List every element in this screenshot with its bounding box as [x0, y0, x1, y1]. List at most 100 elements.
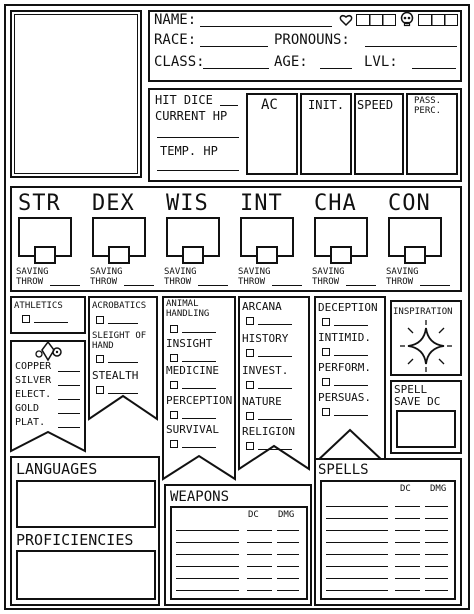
- table-row-name[interactable]: [176, 542, 239, 543]
- sleight-checkbox[interactable]: [96, 355, 104, 363]
- pronouns-field[interactable]: [365, 46, 457, 47]
- race-field[interactable]: [200, 46, 268, 47]
- portrait-box[interactable]: [10, 10, 142, 178]
- current-hp-field[interactable]: [157, 137, 239, 138]
- skill-checkbox[interactable]: [170, 411, 178, 419]
- table-row-dmg[interactable]: [276, 554, 300, 555]
- death-save-success-boxes[interactable]: [356, 14, 396, 26]
- skill-field[interactable]: [258, 388, 292, 389]
- spell-save-field[interactable]: [396, 410, 456, 448]
- table-row-name[interactable]: [176, 554, 239, 555]
- table-row-name[interactable]: [326, 578, 388, 579]
- ability-modifier-box[interactable]: [34, 246, 56, 264]
- table-row-name[interactable]: [326, 506, 388, 507]
- skill-field[interactable]: [182, 388, 216, 389]
- table-row-dc[interactable]: [395, 542, 421, 543]
- speed-box[interactable]: [354, 93, 404, 175]
- table-row-dc[interactable]: [246, 554, 272, 555]
- table-row-name[interactable]: [176, 530, 239, 531]
- table-row-dmg[interactable]: [425, 590, 448, 591]
- skill-field[interactable]: [258, 449, 292, 450]
- ability-modifier-box[interactable]: [404, 246, 426, 264]
- saving-throw-field[interactable]: [272, 285, 302, 286]
- table-row-dc[interactable]: [395, 554, 421, 555]
- table-row-name[interactable]: [326, 554, 388, 555]
- skill-field[interactable]: [334, 355, 368, 356]
- table-row-dc[interactable]: [246, 590, 272, 591]
- table-row-dmg[interactable]: [425, 530, 448, 531]
- skill-checkbox[interactable]: [322, 378, 330, 386]
- table-row-name[interactable]: [326, 542, 388, 543]
- coin-field[interactable]: [58, 385, 80, 386]
- table-row-name[interactable]: [326, 530, 388, 531]
- table-row-dmg[interactable]: [425, 578, 448, 579]
- skill-checkbox[interactable]: [246, 381, 254, 389]
- proficiencies-field[interactable]: [16, 550, 156, 600]
- skill-field[interactable]: [182, 361, 216, 362]
- skill-field[interactable]: [258, 419, 292, 420]
- skill-checkbox[interactable]: [170, 381, 178, 389]
- table-row-dmg[interactable]: [425, 542, 448, 543]
- saving-throw-field[interactable]: [198, 285, 228, 286]
- skill-checkbox[interactable]: [322, 318, 330, 326]
- table-row-dmg[interactable]: [425, 554, 448, 555]
- coin-field[interactable]: [58, 371, 80, 372]
- skill-checkbox[interactable]: [246, 442, 254, 450]
- table-row-dc[interactable]: [395, 566, 421, 567]
- table-row-dmg[interactable]: [425, 506, 448, 507]
- skill-checkbox[interactable]: [170, 440, 178, 448]
- saving-throw-field[interactable]: [420, 285, 450, 286]
- saving-throw-field[interactable]: [124, 285, 154, 286]
- skill-checkbox[interactable]: [322, 348, 330, 356]
- skill-checkbox[interactable]: [246, 349, 254, 357]
- table-row-name[interactable]: [326, 566, 388, 567]
- athletics-checkbox[interactable]: [22, 315, 30, 323]
- table-row-dmg[interactable]: [276, 590, 300, 591]
- acrobatics-checkbox[interactable]: [96, 316, 104, 324]
- table-row-dc[interactable]: [395, 578, 421, 579]
- table-row-dc[interactable]: [395, 530, 421, 531]
- table-row-dc[interactable]: [246, 530, 272, 531]
- table-row-dmg[interactable]: [276, 542, 300, 543]
- skill-checkbox[interactable]: [322, 408, 330, 416]
- table-row-dc[interactable]: [395, 590, 421, 591]
- skill-field[interactable]: [258, 356, 292, 357]
- coin-field[interactable]: [58, 399, 80, 400]
- table-row-dmg[interactable]: [425, 566, 448, 567]
- stealth-checkbox[interactable]: [96, 386, 104, 394]
- age-field[interactable]: [320, 68, 352, 69]
- stealth-field[interactable]: [108, 393, 138, 394]
- skill-field[interactable]: [182, 332, 216, 333]
- table-row-dc[interactable]: [395, 506, 421, 507]
- ability-modifier-box[interactable]: [108, 246, 130, 264]
- coin-field[interactable]: [58, 427, 80, 428]
- acrobatics-field[interactable]: [108, 323, 138, 324]
- skill-field[interactable]: [182, 418, 216, 419]
- coin-field[interactable]: [58, 413, 80, 414]
- skill-checkbox[interactable]: [170, 354, 178, 362]
- init-box[interactable]: [300, 93, 352, 175]
- passive-perception-box[interactable]: [406, 93, 458, 175]
- table-row-dc[interactable]: [246, 578, 272, 579]
- table-row-name[interactable]: [326, 590, 388, 591]
- skill-field[interactable]: [182, 447, 216, 448]
- class-field[interactable]: [203, 68, 269, 69]
- table-row-dmg[interactable]: [276, 530, 300, 531]
- table-row-dmg[interactable]: [425, 518, 448, 519]
- skill-field[interactable]: [334, 385, 368, 386]
- ability-modifier-box[interactable]: [256, 246, 278, 264]
- table-row-name[interactable]: [176, 590, 239, 591]
- ability-modifier-box[interactable]: [330, 246, 352, 264]
- skill-field[interactable]: [334, 325, 368, 326]
- sleight-field[interactable]: [108, 362, 138, 363]
- languages-field[interactable]: [16, 480, 156, 528]
- table-row-dmg[interactable]: [276, 578, 300, 579]
- skill-checkbox[interactable]: [170, 325, 178, 333]
- skill-checkbox[interactable]: [246, 412, 254, 420]
- saving-throw-field[interactable]: [50, 285, 80, 286]
- table-row-name[interactable]: [176, 566, 239, 567]
- table-row-dc[interactable]: [395, 518, 421, 519]
- table-row-name[interactable]: [326, 518, 388, 519]
- table-row-dc[interactable]: [246, 542, 272, 543]
- saving-throw-field[interactable]: [346, 285, 376, 286]
